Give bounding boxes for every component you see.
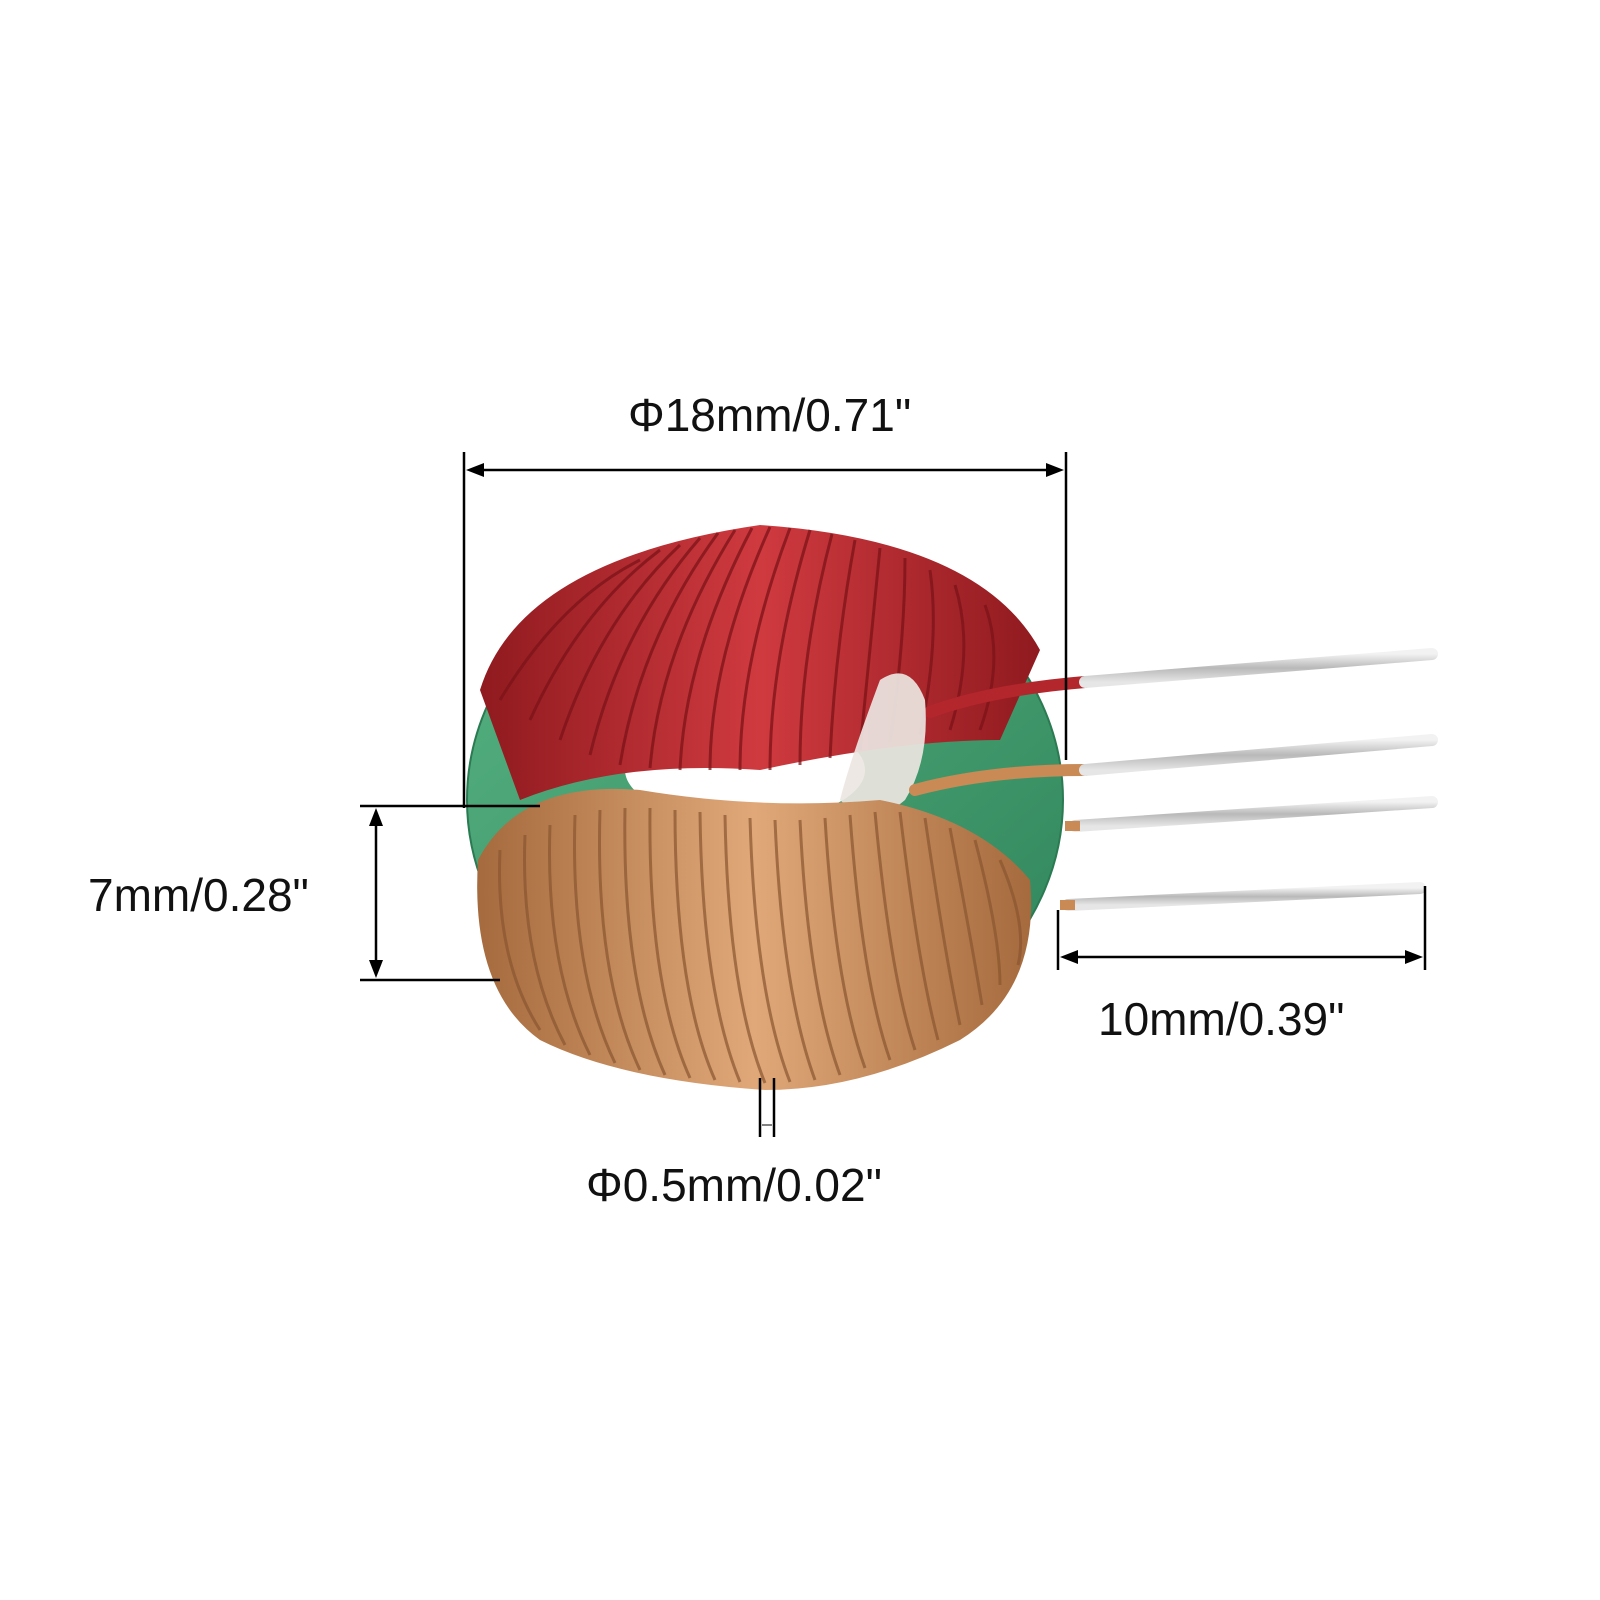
outer-diameter-label: Φ18mm/0.71"	[628, 389, 912, 441]
dimension-lead-length	[1056, 886, 1427, 970]
lower-copper-winding	[477, 764, 1091, 1090]
dimension-wire-diameter	[758, 1078, 776, 1137]
wire-diameter-label: Φ0.5mm/0.02"	[586, 1159, 882, 1211]
dimension-outer-diameter	[462, 452, 1068, 808]
dimension-height	[360, 804, 540, 982]
height-label: 7mm/0.28"	[88, 869, 309, 921]
lead-length-label: 10mm/0.39"	[1098, 993, 1345, 1045]
tinned-leads	[1060, 648, 1438, 911]
adhesive-blob	[840, 673, 926, 815]
